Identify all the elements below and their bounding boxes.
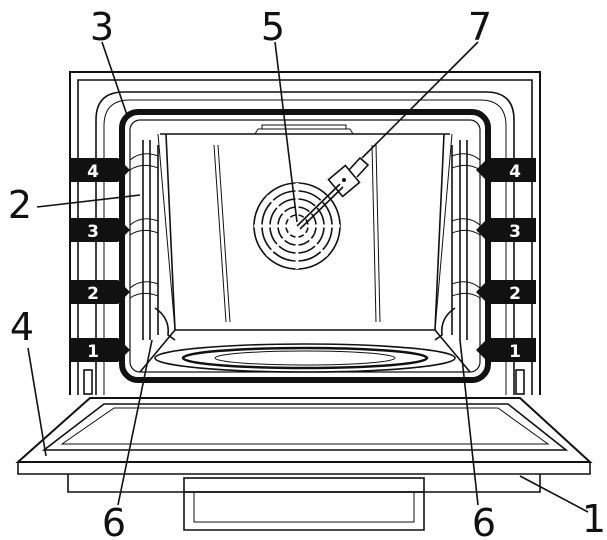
shelf-guide-right [434,140,481,341]
callout-probe: 7 [468,5,492,49]
shelf-level-badge-right-3: 3 [476,218,536,242]
shelf-level-label: 1 [87,342,99,362]
oven-cavity [139,124,471,381]
shelf-level-badge-right-4: 4 [476,158,536,182]
shelf-level-badge-right-1: 1 [476,338,536,362]
door-seal-frame [119,109,491,383]
shelf-level-badge-left-1: 1 [70,338,130,362]
callout-numbers: 3 5 7 2 4 6 6 1 [8,5,606,540]
shelf-level-label: 3 [87,222,99,242]
oven-door [15,397,593,531]
shelf-level-badge-left-4: 4 [70,158,130,182]
leader-lines [27,41,589,513]
shelf-level-label: 4 [87,162,99,182]
callout-cabinet: 1 [582,497,606,540]
callout-shelf-guide: 2 [8,183,32,227]
callout-fan: 5 [261,5,285,49]
shelf-level-badge-left-3: 3 [70,218,130,242]
door-hinges [83,369,525,395]
callout-door: 4 [10,305,34,349]
shelf-guide-left [129,140,176,341]
shelf-level-badge-left-2: 2 [70,280,130,304]
callout-side-rail-left: 6 [102,501,126,540]
meat-probe [296,156,370,230]
shelf-level-badges-left: 4 3 2 1 [70,158,130,362]
shelf-level-label: 2 [87,284,99,304]
shelf-level-label: 4 [509,162,521,182]
shelf-level-label: 3 [509,222,521,242]
callout-frame: 3 [90,5,114,49]
shelf-level-label: 1 [509,342,521,362]
shelf-level-label: 2 [509,284,521,304]
shelf-level-badge-right-2: 2 [476,280,536,304]
callout-side-rail-right: 6 [472,501,496,540]
shelf-level-badges-right: 4 3 2 1 [476,158,536,362]
